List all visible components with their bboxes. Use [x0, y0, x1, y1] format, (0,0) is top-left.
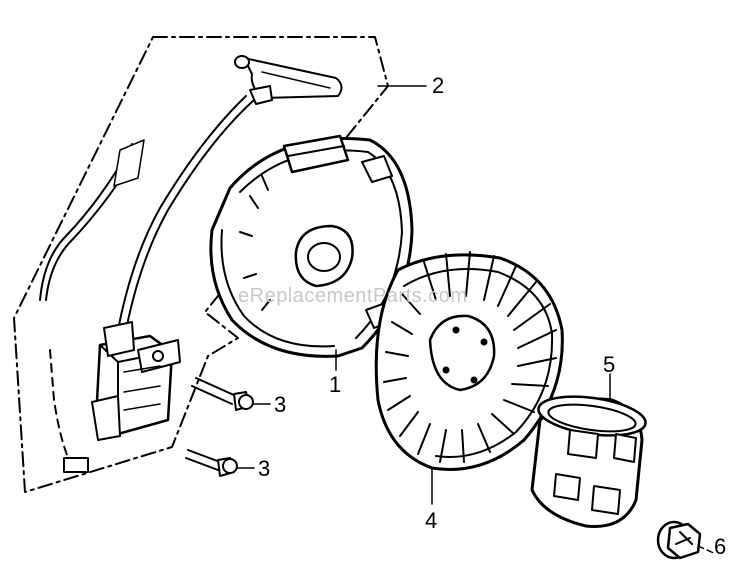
callout-1: 1	[329, 372, 341, 397]
flywheel-fan	[374, 251, 564, 471]
coil-bolt-upper	[191, 377, 254, 411]
spark-plug-cap	[234, 55, 343, 105]
callout-2: 2	[432, 73, 444, 98]
flywheel-nut	[656, 520, 702, 560]
callout-3-lower: 3	[258, 456, 270, 481]
callout-6: 6	[714, 534, 726, 559]
callout-4: 4	[425, 508, 437, 533]
stator-housing	[209, 134, 414, 358]
leader-lines	[237, 85, 717, 555]
callout-3-upper: 3	[274, 392, 286, 417]
assembly-boundary	[13, 36, 389, 493]
starter-cup	[530, 395, 647, 528]
watermark-text: eReplacementParts.com	[238, 285, 467, 307]
callout-5: 5	[603, 352, 615, 377]
ignition-coil-assembly	[39, 55, 343, 473]
coil-bolt-lower	[185, 449, 238, 477]
